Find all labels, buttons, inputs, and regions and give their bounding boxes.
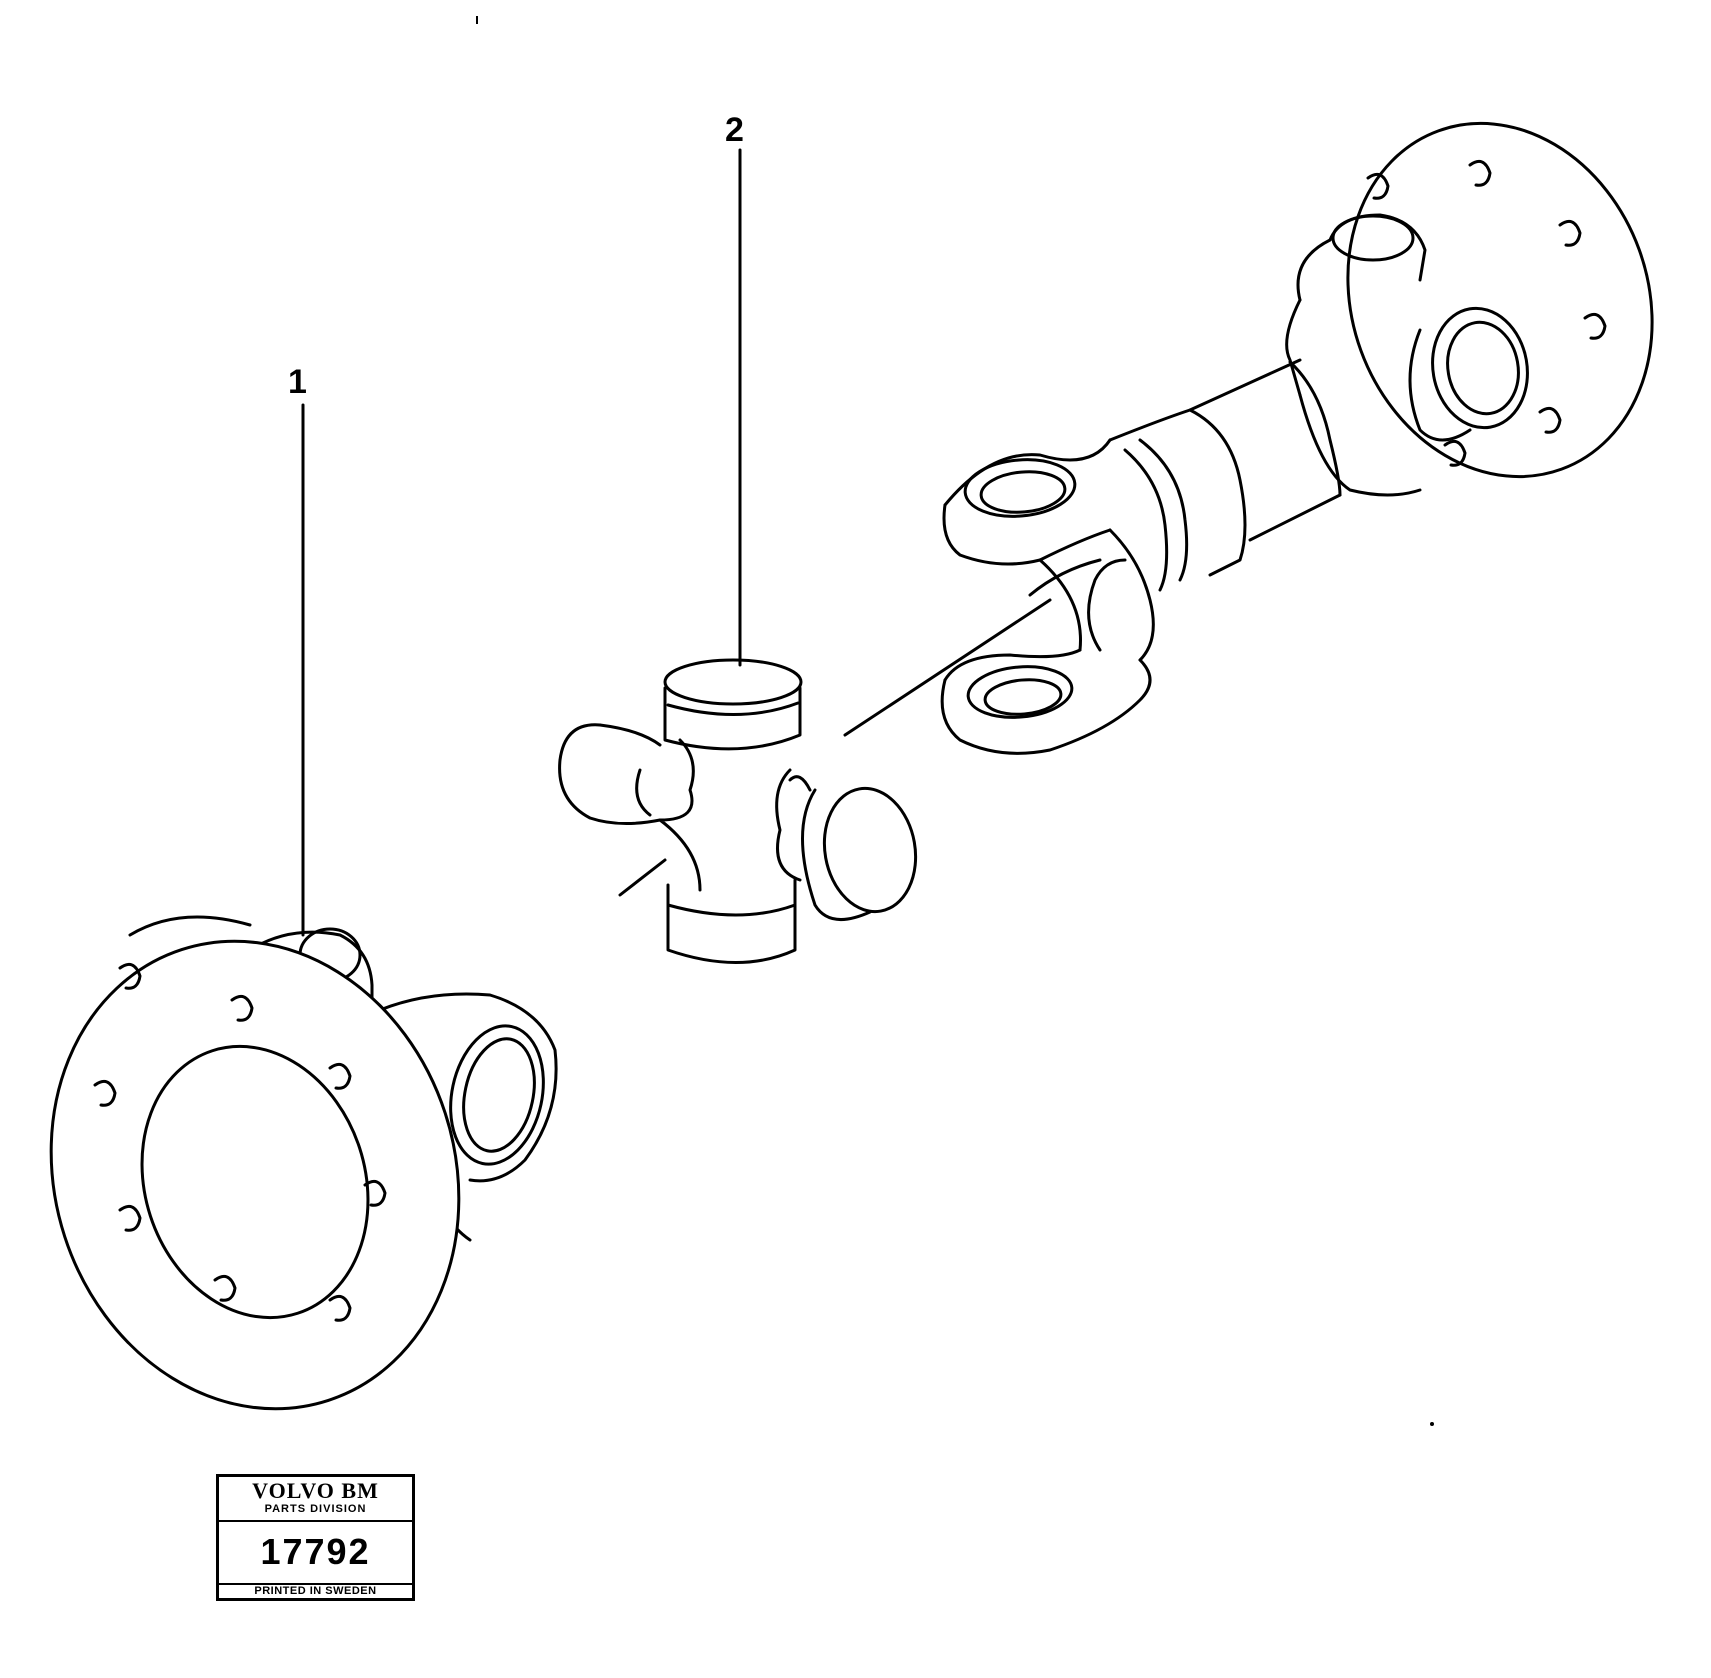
callout-label-2: 2 (725, 111, 744, 149)
stamp-division: PARTS DIVISION (264, 1503, 367, 1515)
stamp-printed-in: PRINTED IN SWEDEN (254, 1585, 377, 1597)
stamp-illustration-number: 17792 (260, 1531, 371, 1572)
stray-marks (476, 16, 1434, 1426)
propeller-shaft-assembly (843, 121, 1654, 755)
spider-part-2 (558, 658, 918, 964)
parts-division-stamp: VOLVO BM PARTS DIVISION 17792 PRINTED IN… (216, 1474, 415, 1601)
callout-label-1: 1 (288, 363, 307, 401)
stamp-divider (219, 1583, 412, 1585)
stamp-divider (219, 1520, 412, 1522)
flange-yoke-part-1 (49, 915, 558, 1411)
stamp-brand: VOLVO BM (252, 1478, 379, 1503)
